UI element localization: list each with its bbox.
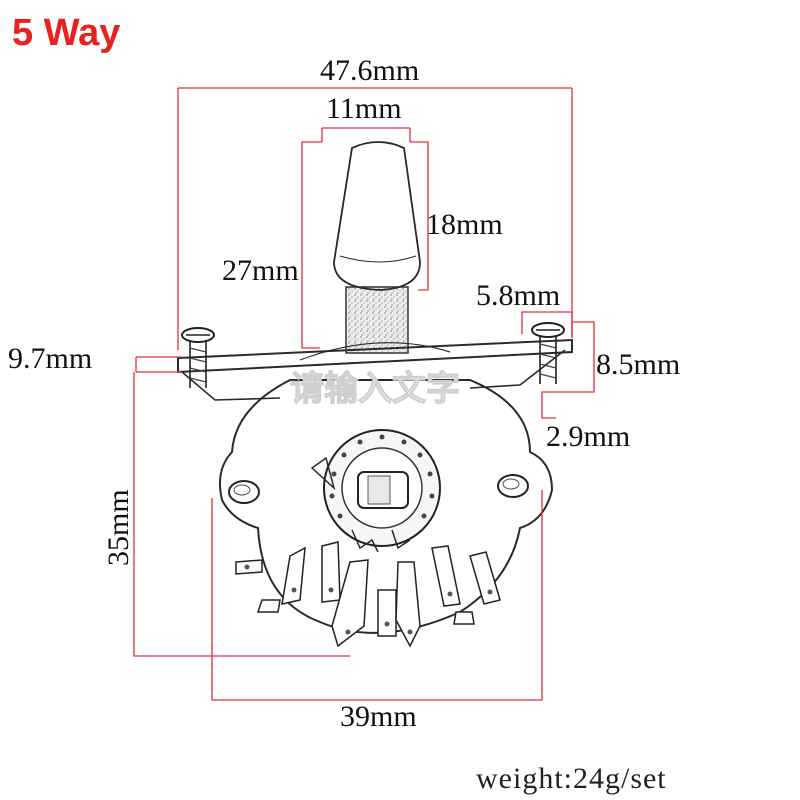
knob-rim <box>339 255 417 263</box>
dimension-lines <box>133 87 595 701</box>
dim-overall-width: 47.6mm <box>320 54 419 87</box>
solder-lugs <box>235 541 501 648</box>
title: 5 Way <box>12 12 120 54</box>
dim-knob-height: 18mm <box>426 208 503 241</box>
left-screw <box>181 327 215 388</box>
dim-left-plate: 9.7mm <box>8 342 92 375</box>
mounting-plate <box>177 338 573 374</box>
lever-shaft <box>345 286 409 354</box>
knob <box>333 141 421 291</box>
dim-hole-offset: 5.8mm <box>476 279 560 312</box>
left-mount-hole <box>228 480 260 504</box>
dim-right-plate: 8.5mm <box>596 348 680 381</box>
left-bracket <box>181 371 281 401</box>
dim-knob-width: 11mm <box>326 92 402 125</box>
right-mount-hole <box>497 474 529 498</box>
plate-collar <box>299 342 451 361</box>
dim-body-width: 39mm <box>340 700 417 733</box>
dim-lever-height: 27mm <box>222 254 299 287</box>
dim-body-height: 35mm <box>102 489 135 566</box>
rotor <box>310 429 441 553</box>
weight-label: weight:24g/set <box>476 762 667 795</box>
lug-holes <box>244 564 493 635</box>
watermark-text: 请输入文字 <box>290 369 460 409</box>
right-screw <box>531 322 565 384</box>
switch-drawing <box>177 141 573 648</box>
dim-plate-thickness: 2.9mm <box>546 420 630 453</box>
